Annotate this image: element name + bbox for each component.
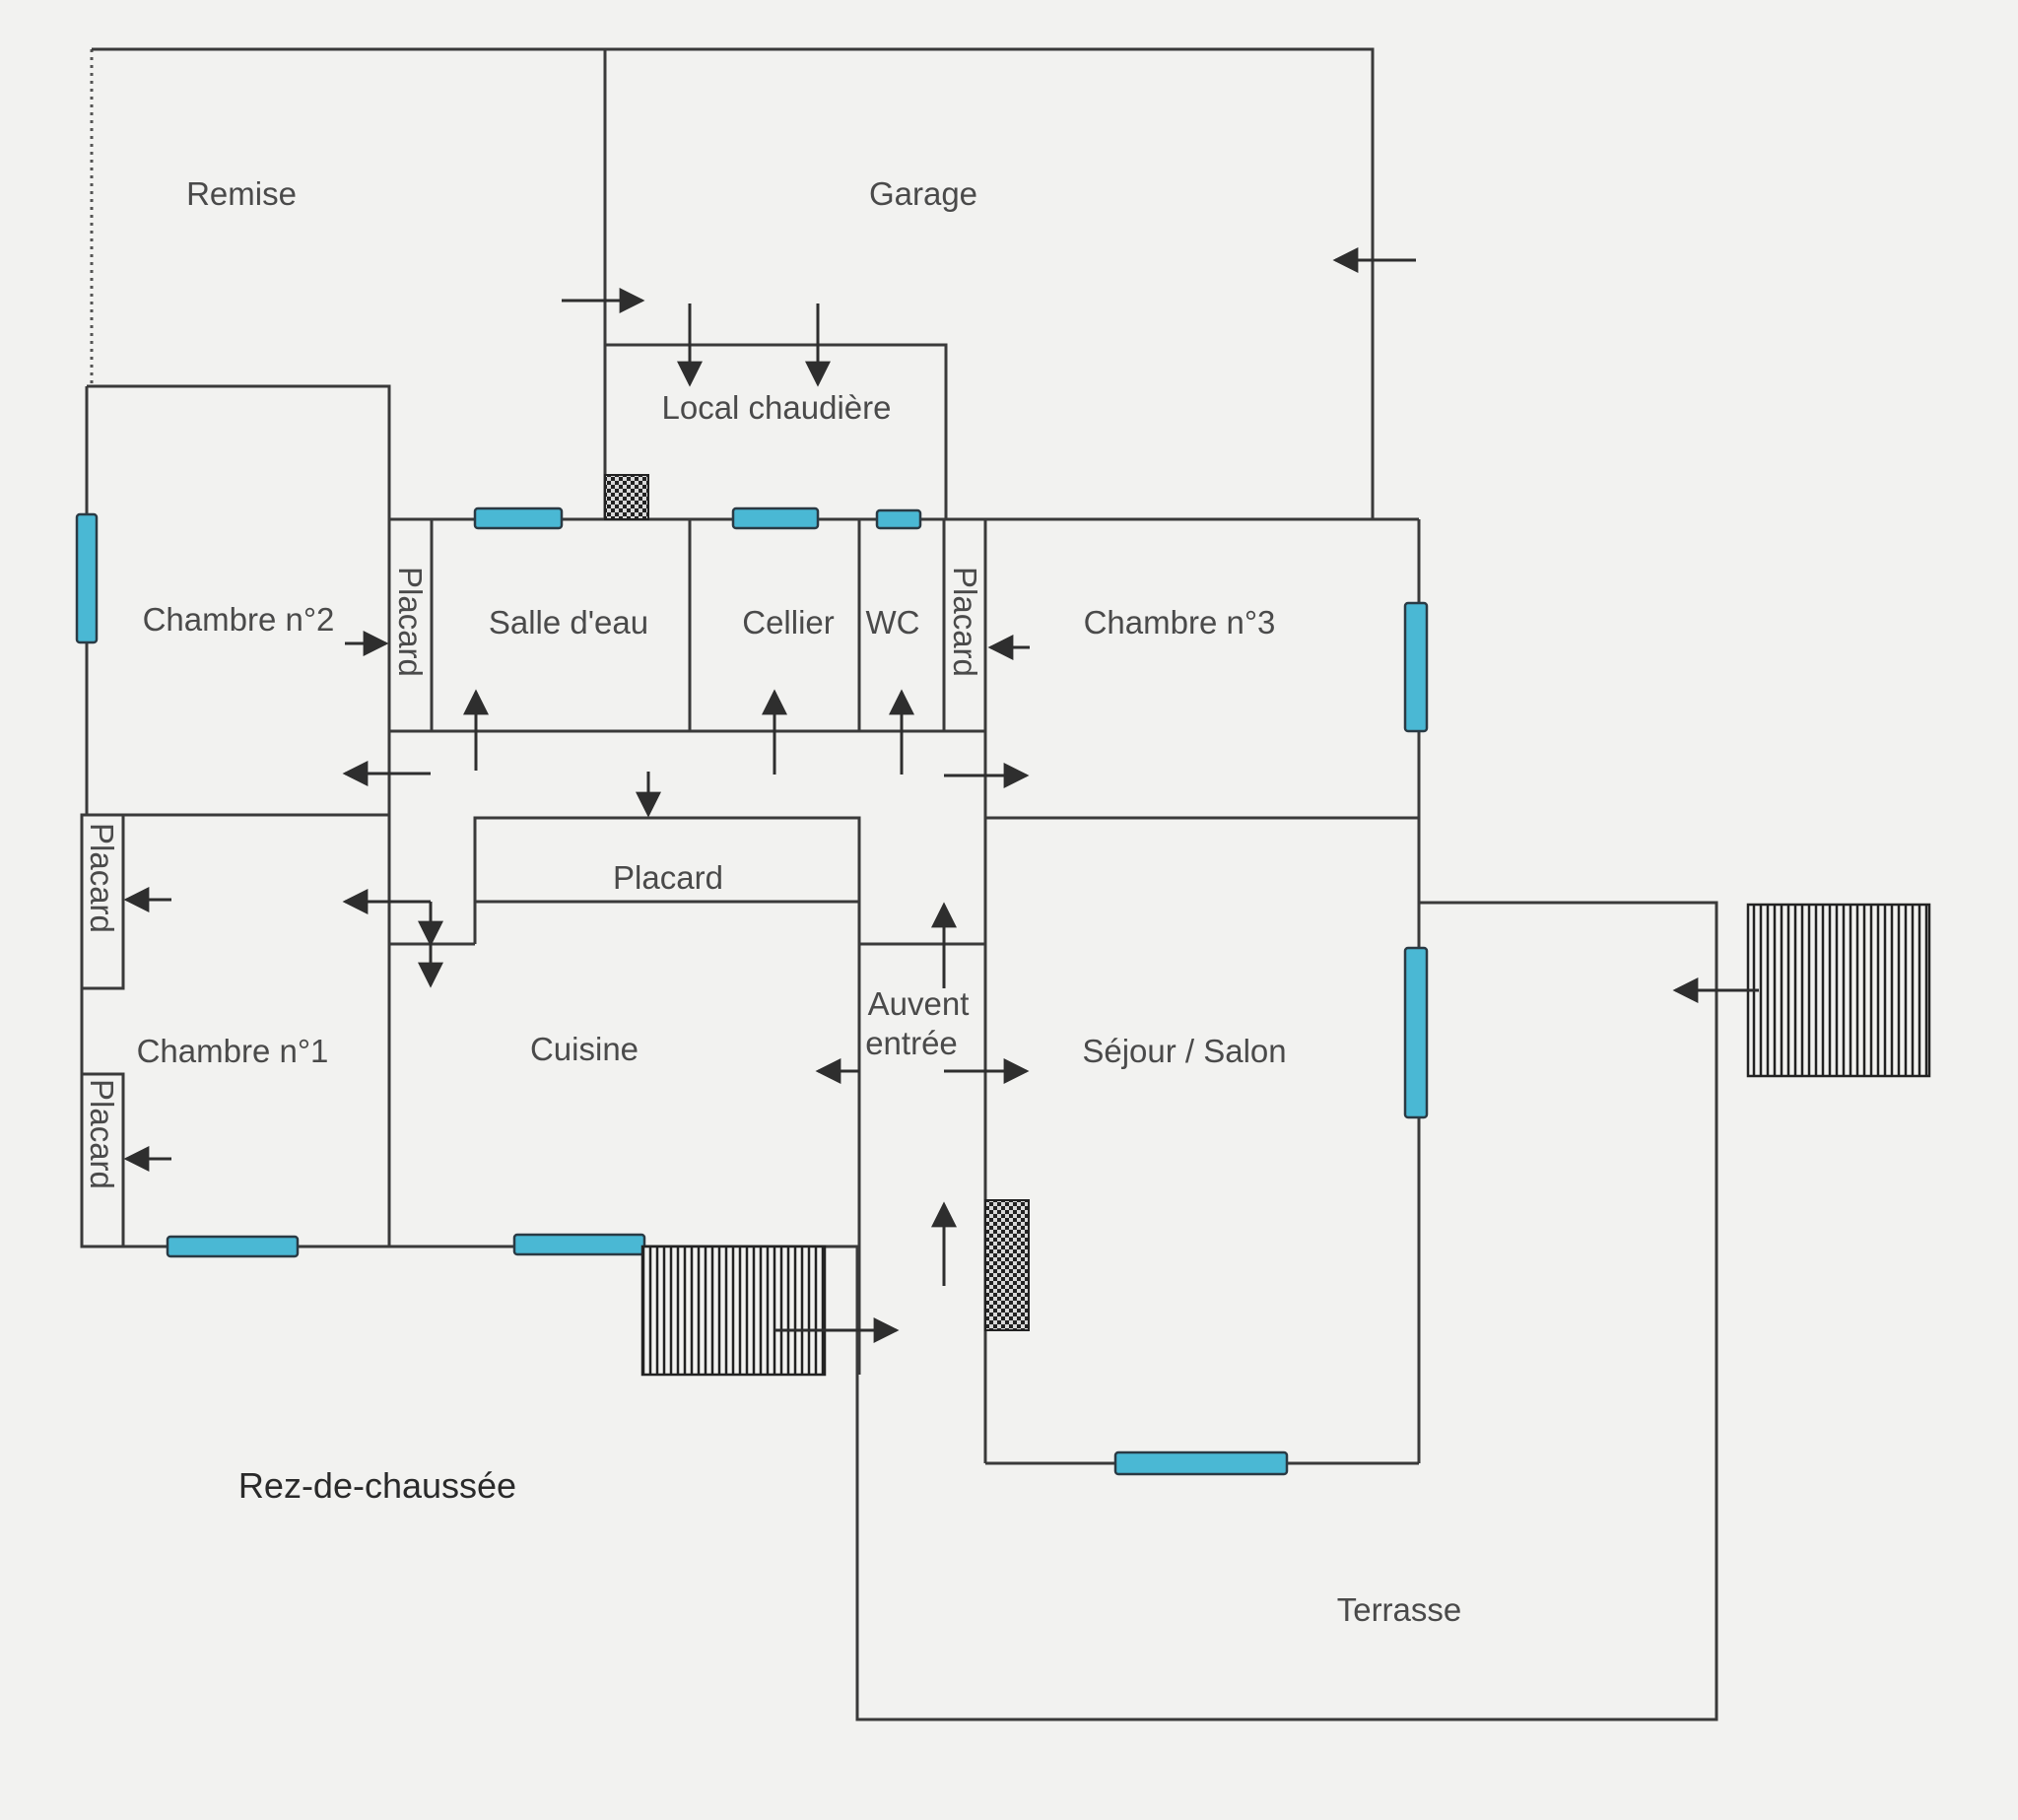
window-chambre2 — [75, 512, 99, 644]
label-chambre1: Chambre n°1 — [137, 1033, 329, 1069]
label-placard-ch3: Placard — [947, 567, 983, 677]
label-sejour: Séjour / Salon — [1082, 1033, 1286, 1069]
room-labels: Remise Garage Local chaudière Chambre n°… — [84, 175, 1461, 1628]
steps-entry — [640, 1245, 827, 1377]
label-placard-ch2: Placard — [392, 567, 429, 677]
local-chaudiere-wall — [605, 343, 948, 519]
label-wc: WC — [866, 604, 920, 640]
chimney-sejour — [984, 1199, 1030, 1331]
label-chambre2: Chambre n°2 — [143, 601, 335, 638]
window-sejour-east — [1403, 946, 1429, 1119]
placard-couloir-top — [473, 816, 861, 944]
window-cuisine — [512, 1233, 646, 1256]
chimney-top — [604, 474, 649, 520]
window-chambre3 — [1403, 601, 1429, 733]
label-garage: Garage — [869, 175, 977, 212]
label-cuisine: Cuisine — [530, 1031, 639, 1067]
label-placard-ch1-top: Placard — [84, 823, 120, 933]
placard-ch1-top-box — [80, 813, 125, 990]
garage-outer-wall — [92, 47, 1375, 519]
window-cellier — [731, 506, 820, 530]
label-terrasse: Terrasse — [1337, 1591, 1462, 1628]
window-salle-eau — [473, 506, 564, 530]
label-salle-eau: Salle d'eau — [489, 604, 648, 640]
window-sejour-south — [1113, 1450, 1289, 1476]
windows — [75, 506, 1429, 1476]
label-entree: entrée — [865, 1025, 958, 1061]
window-chambre1 — [166, 1235, 300, 1258]
label-placard-couloir: Placard — [613, 859, 723, 896]
chambre2-top-wall — [87, 384, 391, 519]
label-chambre3: Chambre n°3 — [1084, 604, 1276, 640]
window-wc — [875, 508, 922, 530]
plan-title: Rez-de-chaussée — [238, 1465, 516, 1506]
label-placard-ch1-bottom: Placard — [84, 1079, 120, 1189]
label-auvent: Auvent — [868, 985, 970, 1022]
steps-terrasse — [1746, 903, 1931, 1078]
label-local-chaudiere: Local chaudière — [662, 389, 892, 426]
label-remise: Remise — [186, 175, 297, 212]
placard-ch1-bottom-box — [80, 1072, 125, 1248]
terrasse-outline — [855, 901, 1718, 1721]
door-arrows — [123, 247, 1759, 1343]
label-cellier: Cellier — [742, 604, 835, 640]
